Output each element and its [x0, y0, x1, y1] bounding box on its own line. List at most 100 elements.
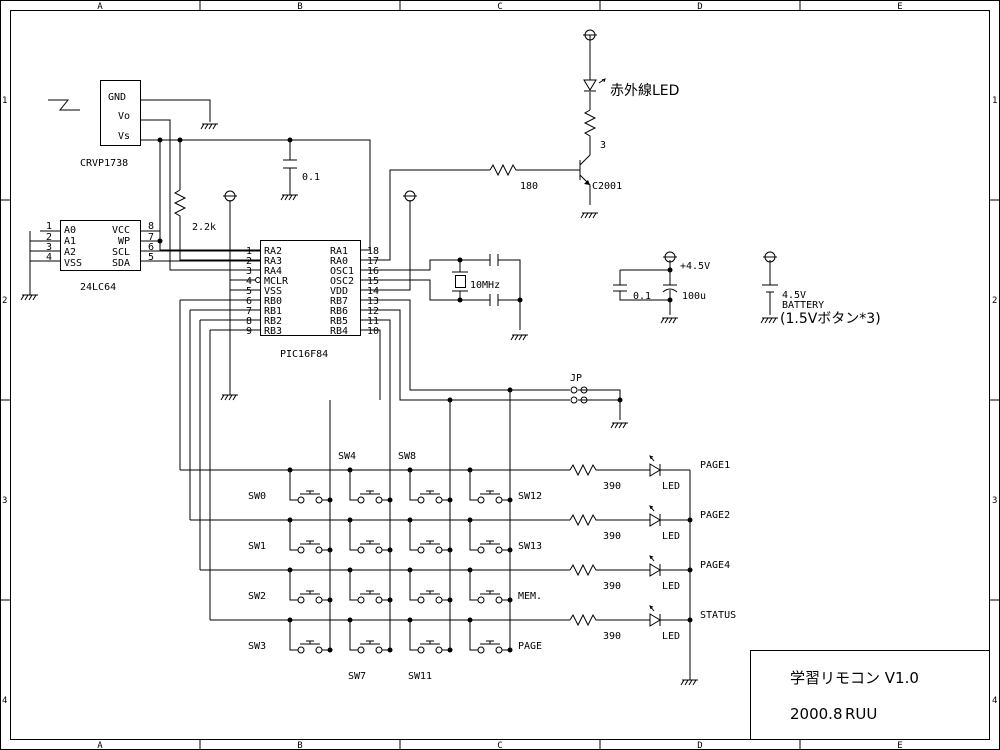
pullup-resistor [173, 189, 187, 220]
pullup-resistor-label: 2.2k [192, 222, 216, 233]
grid-col-d-top: D [697, 2, 702, 12]
ground-symbol [760, 317, 778, 324]
eeprom-pin-vss: VSS [64, 258, 82, 269]
ground-symbol [20, 294, 38, 301]
switch-label-sw11: SW11 [408, 671, 432, 682]
switch-label-sw3: SW3 [248, 641, 266, 652]
indicator-led [649, 555, 661, 577]
crystal-10mhz [452, 271, 468, 292]
base-resistor [489, 163, 580, 177]
indicator-led [649, 605, 661, 627]
vcc-label: +4.5V [680, 261, 710, 272]
grid-col-e-top: E [897, 2, 902, 12]
grid-col-a-top: A [97, 2, 103, 12]
pic-pin-rb4: RB4 [330, 326, 348, 337]
push-switch [287, 567, 333, 604]
led-resistor [583, 109, 597, 145]
pic-part-label: PIC16F84 [280, 349, 328, 360]
eeprom-pin-vcc: VCC [112, 225, 130, 236]
junction-dot [457, 257, 463, 263]
junction-dot [157, 137, 163, 143]
led-label-3: LED [662, 581, 680, 592]
eeprom-pin-wp: WP [118, 236, 130, 247]
eeprom-pinnum-7: 7 [148, 232, 154, 243]
ground-symbol [660, 317, 678, 324]
ground-symbol [280, 194, 298, 201]
switch-label-sw0: SW0 [248, 491, 266, 502]
switch-label-sw4: SW4 [338, 451, 356, 462]
pic-pinnum-18: 18 [367, 246, 379, 257]
base-resistor-label: 180 [520, 181, 538, 192]
grid-row-3-left: 3 [2, 496, 7, 506]
push-switch [407, 517, 453, 554]
led-resistor-value-2: 390 [603, 531, 621, 542]
push-switch [287, 517, 333, 554]
junction-dot [457, 297, 463, 303]
switch-label-sw1: SW1 [248, 541, 266, 552]
pic-pin-ra4: RA4 [264, 266, 282, 277]
pic-pinnum-16: 16 [367, 266, 379, 277]
junction-dot [617, 397, 623, 403]
push-switch [287, 617, 333, 654]
grid-row-1-left: 1 [2, 96, 7, 106]
sensor-pin-vs: Vs [118, 131, 130, 142]
vcc-terminal [223, 190, 237, 202]
pic-pinnum-6: 6 [246, 296, 252, 307]
push-switch [467, 517, 513, 554]
pic-pinnum-14: 14 [367, 286, 379, 297]
vcc-terminal [403, 190, 417, 202]
indicator-label-page1: PAGE1 [700, 460, 730, 471]
switch-label-sw7: SW7 [348, 671, 366, 682]
eeprom-pinnum-8: 8 [148, 221, 154, 232]
title-block [750, 650, 990, 740]
switch-label-mem: MEM. [518, 591, 542, 602]
ground-symbol [610, 422, 628, 429]
ground-symbol [680, 679, 698, 686]
sensor-pin-gnd: GND [108, 92, 126, 103]
grid-row-2-left: 2 [2, 296, 7, 306]
pic-pin-rb6: RB6 [330, 306, 348, 317]
eeprom-pinnum-6: 6 [148, 242, 154, 253]
pic-pin-rb3: RB3 [264, 326, 282, 337]
pic-pinnum-17: 17 [367, 256, 379, 267]
eeprom-pin-a1: A1 [64, 236, 76, 247]
pic-pinnum-11: 11 [367, 316, 379, 327]
junction-dot [157, 238, 163, 244]
indicator-resistor [569, 463, 650, 477]
eeprom-chip: A0 A1 A2 VSS VCC WP SCL SDA 1 2 3 4 8 7 … [46, 220, 154, 293]
eeprom-pin-a2: A2 [64, 247, 76, 258]
grid-col-a-bottom: A [97, 741, 103, 750]
led-resistor-value-1: 390 [603, 481, 621, 492]
ground-symbol [220, 394, 238, 401]
ground-symbol [580, 212, 598, 219]
title-author: RUU [845, 705, 877, 723]
crystal-label: 10MHz [470, 280, 500, 291]
supply-cap-label: 0.1 [633, 291, 651, 302]
pic-pin-ra3: RA3 [264, 256, 282, 267]
junction-dot [667, 267, 673, 273]
indicator-resistor [569, 563, 650, 577]
eeprom-pinnum-2: 2 [46, 232, 52, 243]
pic-pin-mclr: MCLR [264, 276, 289, 287]
grid-col-b-top: B [297, 2, 302, 12]
transistor-c2001 [579, 154, 591, 205]
indicator-label-page2: PAGE2 [700, 510, 730, 521]
pic-pinnum-7: 7 [246, 306, 252, 317]
pic-pin-rb0: RB0 [264, 296, 282, 307]
vcc-terminal [763, 251, 777, 263]
ir-led-label: 赤外線LED [610, 83, 679, 99]
switch-label-page: PAGE [518, 641, 542, 652]
switch-label-sw13: SW13 [518, 541, 542, 552]
pic-pinnum-10: 10 [367, 326, 379, 337]
pic-pin-vss: VSS [264, 286, 282, 297]
push-switch [347, 517, 393, 554]
grid-row-2-right: 2 [992, 296, 997, 306]
grid-col-c-bottom: C [497, 741, 502, 750]
eeprom-pin-scl: SCL [112, 247, 130, 258]
battery-voltage-label: 4.5V [782, 290, 806, 301]
grid-col-d-bottom: D [697, 741, 702, 750]
grid-row-1-right: 1 [992, 96, 997, 106]
